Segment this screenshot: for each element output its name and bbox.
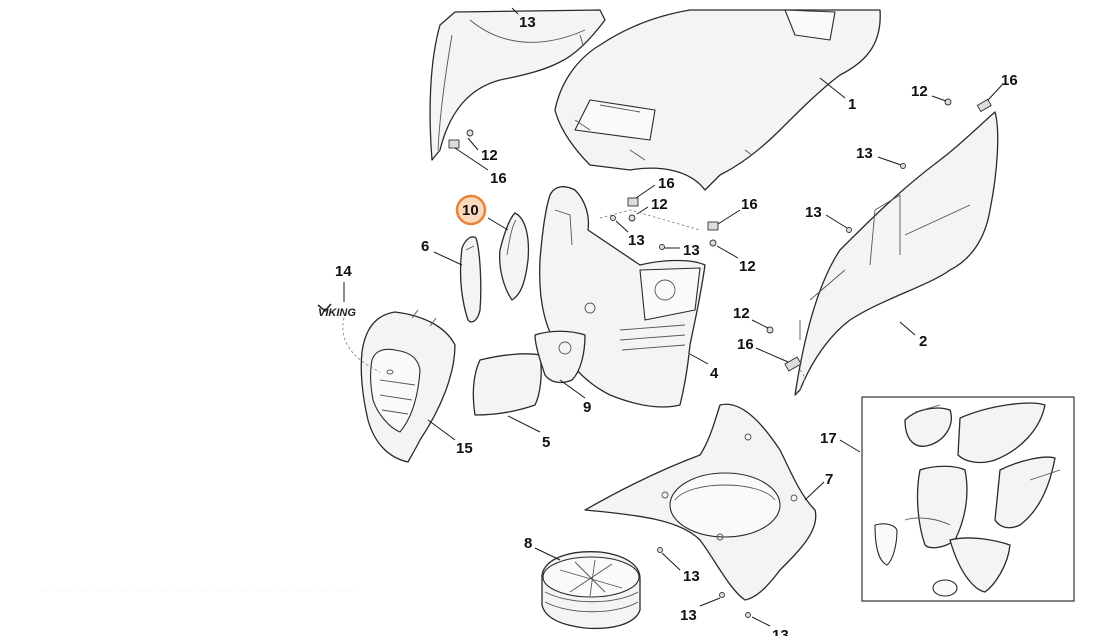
callout-12[interactable]: 12 [481, 147, 498, 164]
callout-labels: 13 1 12 16 16 12 13 13 16 12 10 6 14 12 … [335, 14, 1018, 636]
callout-16[interactable]: 16 [658, 175, 675, 192]
callout-13[interactable]: 13 [683, 242, 700, 259]
callout-13[interactable]: 13 [519, 14, 536, 31]
callout-17[interactable]: 17 [820, 430, 837, 447]
hardware-fasteners [448, 98, 952, 618]
callout-16[interactable]: 16 [490, 170, 507, 187]
inset-overview-17[interactable] [861, 396, 1075, 602]
callout-16[interactable]: 16 [741, 196, 758, 213]
part-7-footrest[interactable] [584, 403, 817, 601]
callout-2[interactable]: 2 [919, 333, 927, 350]
callout-1[interactable]: 1 [848, 96, 856, 113]
callout-16[interactable]: 16 [1001, 72, 1018, 89]
callout-15[interactable]: 15 [456, 440, 473, 457]
selected-callout-ring [455, 194, 487, 226]
part-10-panel[interactable] [499, 212, 530, 301]
part-6-panel[interactable] [459, 236, 482, 323]
callout-12[interactable]: 12 [911, 83, 928, 100]
callout-16[interactable]: 16 [737, 336, 754, 353]
callout-12[interactable]: 12 [739, 258, 756, 275]
callout-13[interactable]: 13 [772, 627, 789, 636]
callout-13[interactable]: 13 [805, 204, 822, 221]
callout-12[interactable]: 12 [733, 305, 750, 322]
callout-10-selected[interactable]: 10 [462, 202, 479, 219]
callout-13[interactable]: 13 [683, 568, 700, 585]
callout-12[interactable]: 12 [651, 196, 668, 213]
callout-14[interactable]: 14 [335, 263, 352, 280]
part-hood-side-left[interactable] [429, 9, 606, 161]
part-5-lens[interactable] [472, 353, 542, 416]
part-side-panel-right[interactable] [784, 98, 999, 396]
callout-4[interactable]: 4 [710, 365, 719, 382]
callout-8[interactable]: 8 [524, 535, 532, 552]
part-hood-main[interactable] [554, 9, 881, 191]
leader-lines [342, 7, 1003, 627]
callout-9[interactable]: 9 [583, 399, 591, 416]
brand-viking-logo: VIKING [317, 303, 356, 319]
callout-6[interactable]: 6 [421, 238, 429, 255]
part-8-filter[interactable] [541, 551, 641, 630]
callout-7[interactable]: 7 [825, 471, 833, 488]
brand-viking-text: VIKING [318, 307, 356, 319]
callout-13[interactable]: 13 [856, 145, 873, 162]
part-15-front-grille[interactable] [360, 309, 456, 463]
part-9-bracket[interactable] [534, 330, 586, 384]
callout-13[interactable]: 13 [680, 607, 697, 624]
callout-13[interactable]: 13 [628, 232, 645, 249]
callout-5[interactable]: 5 [542, 434, 550, 451]
